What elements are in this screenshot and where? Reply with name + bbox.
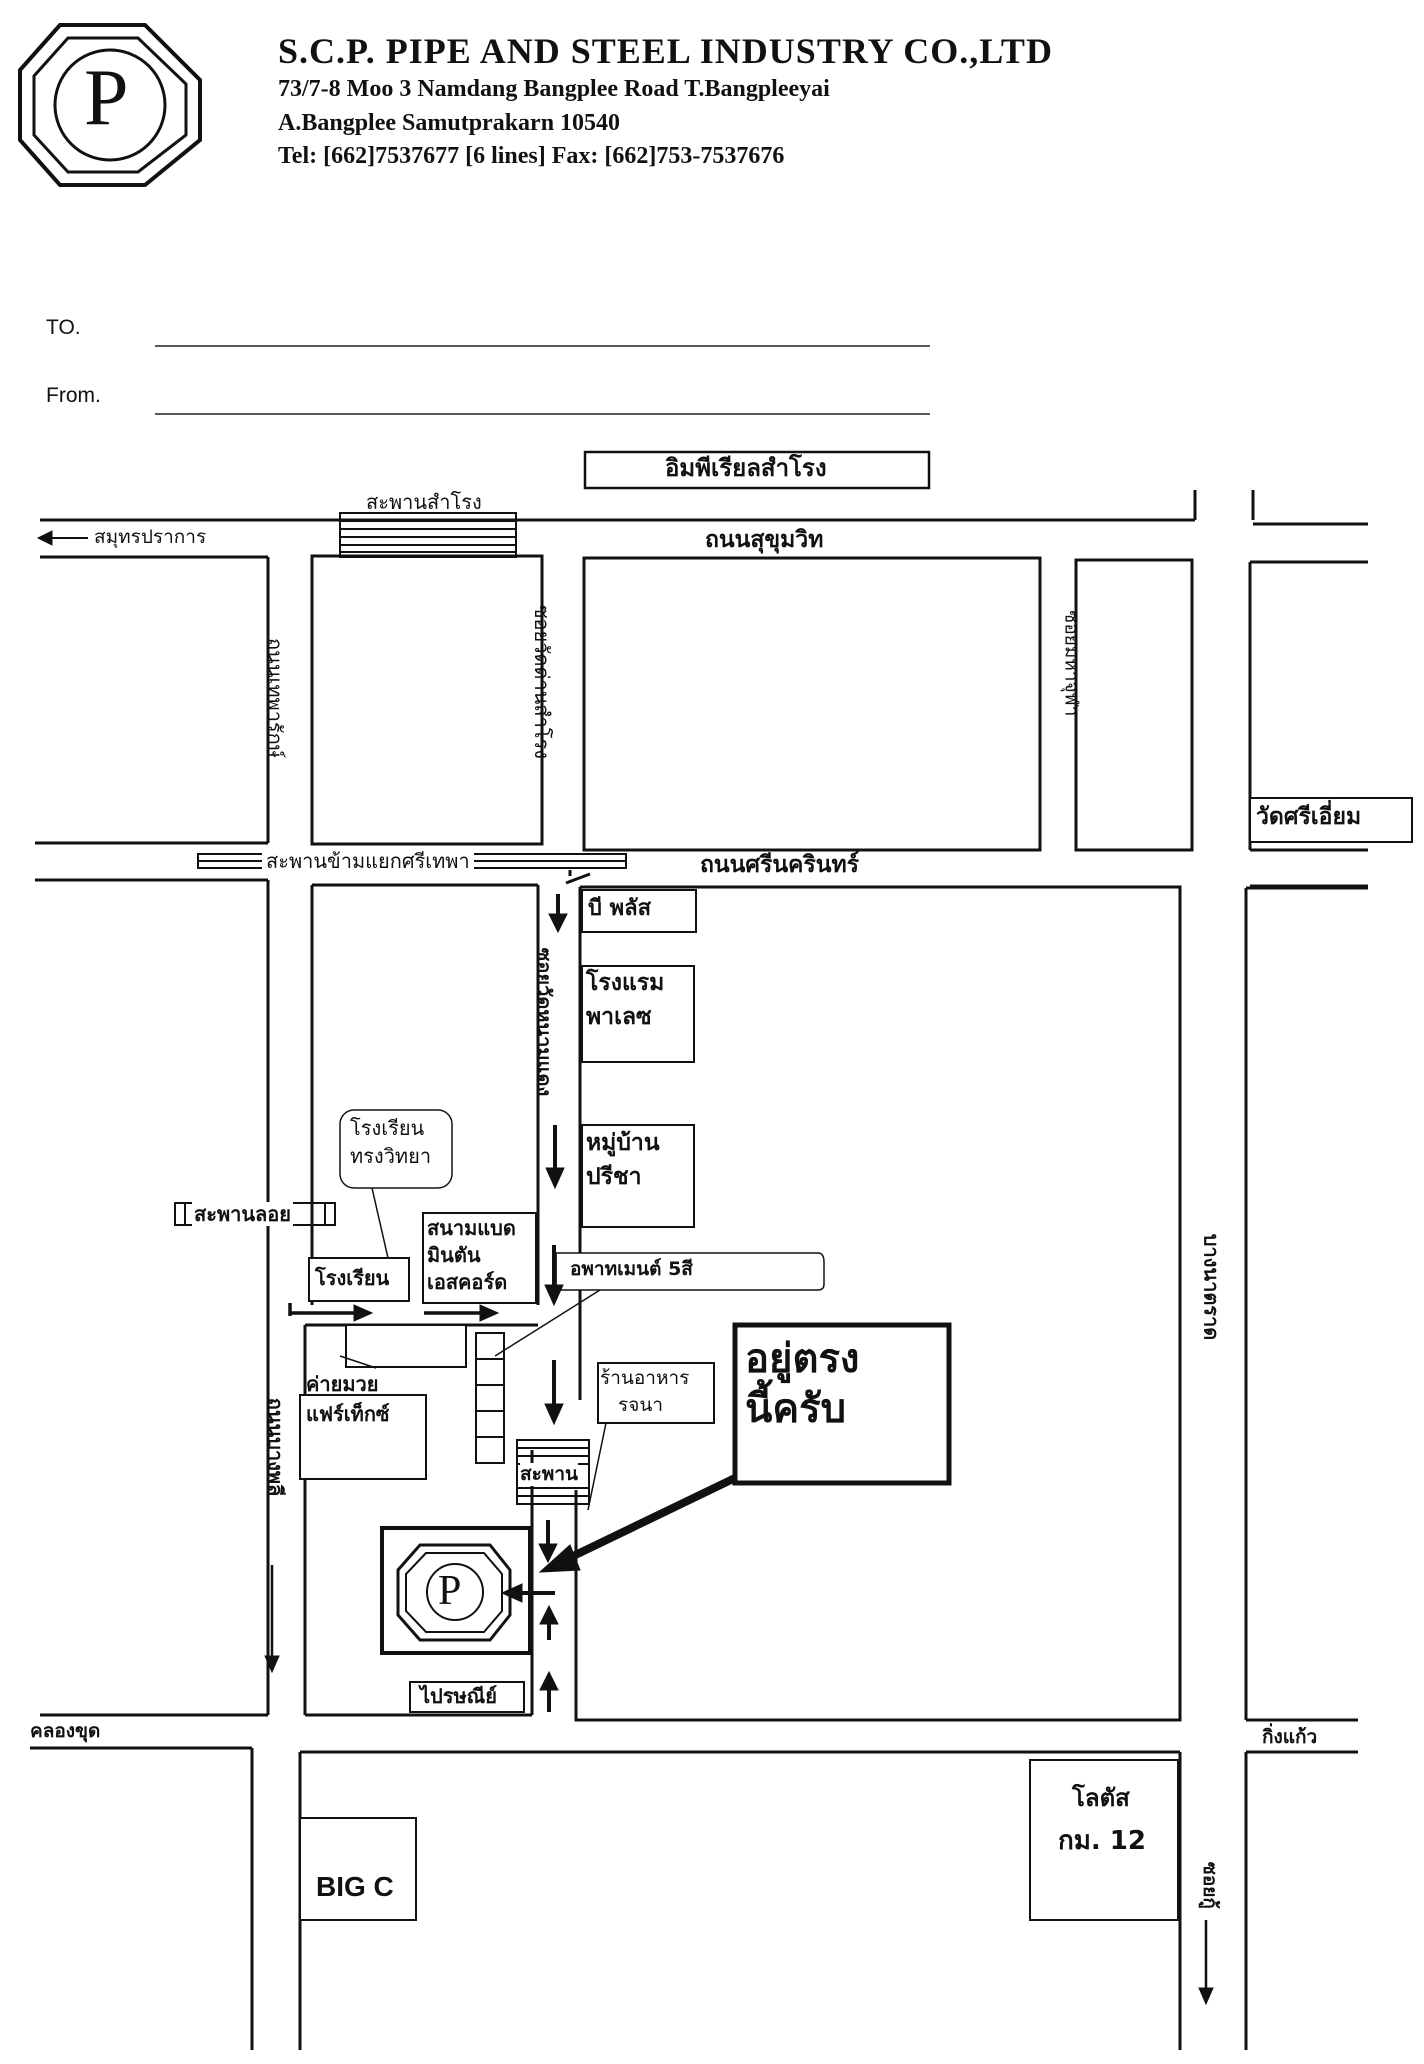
hotel-line2: พาเลซ (586, 1004, 652, 1030)
bangplee-road-label: ถนนบางพลี (263, 1397, 288, 1497)
imperial-label: อิมพีเรียลสำโรง (665, 454, 827, 482)
samrong-bridge-label: สะพานสำโรง (366, 490, 482, 514)
company-logo (18, 23, 202, 187)
company-address-line2: A.Bangplee Samutprakarn 10540 (278, 110, 621, 136)
samut-prakan-label: สมุทรปราการ (94, 526, 207, 548)
village-line1: หมู่บ้าน (586, 1130, 660, 1156)
here-line2: นี้ครับ (745, 1386, 846, 1432)
company-contact: Tel: [662]7537677 [6 lines] Fax: [662]75… (278, 143, 785, 169)
school-callout-line1: โรงเรียน (350, 1116, 425, 1140)
khlong-khut-label: คลองขุด (30, 1720, 101, 1742)
sukhumvit-label: ถนนสุขุมวิท (705, 527, 824, 553)
school-label: โรงเรียน (315, 1266, 390, 1290)
badminton-line1: สนามแบด (427, 1216, 516, 1240)
muay-line2: แฟร์เท็กซ์ (306, 1402, 390, 1426)
from-label: From. (46, 384, 101, 407)
hotel-line1: โรงแรม (586, 970, 665, 996)
big-c-label: BIG C (316, 1871, 394, 1902)
wat-sri-iam-label: วัดศรีเอี่ยม (1256, 804, 1362, 830)
soi-mahachan-label: ซอยมหาจุฬา (1060, 610, 1083, 717)
bridge-label: สะพาน (520, 1463, 578, 1486)
bang-na-trad-label: บางนาตราด (1199, 1233, 1224, 1341)
factory-location (380, 1526, 532, 1655)
loi-bridge-label: สะพานลอย (192, 1202, 294, 1226)
srithepha-bridge-label: สะพานข้ามแยกศรีเทพา (262, 849, 474, 873)
post-office-label: ไปรษณีย์ (420, 1684, 497, 1708)
soi-namdaeng-label: ซอยวัดหนามแดง (532, 947, 557, 1097)
king-kaeo-label: กิ่งแก้ว (1262, 1726, 1318, 1748)
soi-wat-dan-label: ซอยวัดด่านสำโรง (530, 604, 555, 760)
thepharak-label: ถนนเทพารักษ์ (262, 638, 287, 758)
village-line2: ปรีชา (586, 1164, 642, 1190)
lotus-line1: โลตัส (1072, 1784, 1130, 1812)
b-plus-label: บี พลัส (588, 896, 652, 921)
muay-line1: ค่ายมวย (306, 1372, 379, 1396)
srinakarin-label: ถนนศรีนครินทร์ (700, 852, 860, 878)
company-address-line1: 73/7-8 Moo 3 Namdang Bangplee Road T.Ban… (278, 76, 830, 102)
soi-ketsuk-label: ซอยกู้ (1198, 1861, 1221, 1909)
factory-logo-letter: P (438, 1568, 462, 1614)
company-name: S.C.P. PIPE AND STEEL INDUSTRY CO.,LTD (278, 31, 1053, 71)
here-line1: อยู่ตรง (745, 1336, 860, 1382)
to-label: TO. (46, 316, 81, 339)
lotus-line2: กม. 12 (1058, 1826, 1146, 1856)
restaurant-line2: รจนา (618, 1394, 663, 1416)
logo-letter: P (84, 54, 129, 142)
apartment-label: อพาทเมนต์ 5สี (570, 1258, 693, 1280)
restaurant-line1: ร้านอาหาร (600, 1367, 690, 1389)
badminton-line3: เอสคอร์ด (427, 1270, 508, 1294)
school-callout-line2: ทรงวิทยา (350, 1144, 432, 1168)
badminton-line2: มินตัน (427, 1243, 481, 1267)
